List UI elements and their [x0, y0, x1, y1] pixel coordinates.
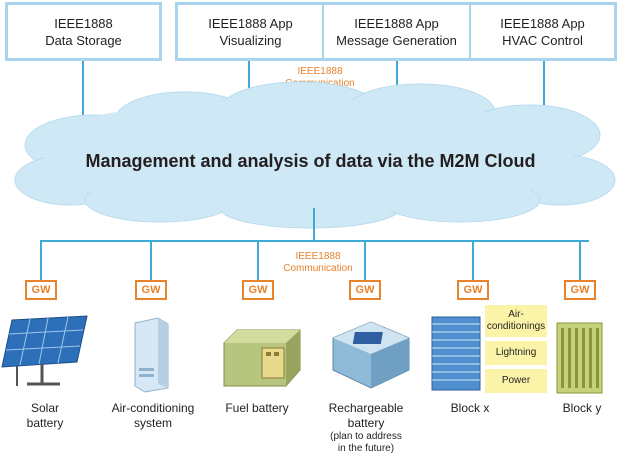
device-label-line2: battery — [26, 416, 64, 430]
connector-line — [543, 61, 545, 131]
device-label-line2: battery — [347, 416, 385, 430]
fuel-battery-label: Fuel battery — [212, 401, 302, 416]
connector-line — [579, 240, 581, 280]
data-storage-box: IEEE1888 Data Storage — [5, 2, 162, 61]
air-conditioning-system-label: Air-conditioning system — [98, 401, 208, 431]
solar-panel-icon — [1, 315, 88, 386]
connector-line — [257, 240, 259, 280]
divider — [469, 5, 471, 58]
connector-line — [313, 208, 315, 241]
visualizing-line1: IEEE1888 App — [208, 15, 293, 31]
comm-top-line1: IEEE1888 — [297, 66, 343, 77]
device-label-line1: Solar — [30, 401, 59, 415]
comm-bottom-line1: IEEE1888 — [295, 251, 341, 262]
data-storage-line2: Data Storage — [45, 32, 122, 48]
power-label: Power — [485, 369, 547, 393]
gateway-badge: GW — [349, 280, 381, 300]
gateway-badge: GW — [457, 280, 489, 300]
device-note-line2: in the future) — [337, 443, 395, 454]
block-x-label: Block x — [440, 401, 500, 416]
device-label-line2: system — [133, 416, 172, 430]
battery-icon — [332, 321, 410, 389]
rechargeable-battery-label: Rechargeable battery (plan to address in… — [316, 401, 416, 455]
hvac-control-line1: IEEE1888 App — [500, 15, 585, 31]
fuel-cell-icon — [223, 329, 301, 387]
gateway-badge: GW — [564, 280, 596, 300]
device-label-line1: Rechargeable — [328, 401, 404, 415]
connector-line — [364, 240, 366, 280]
solar-battery-label: Solar battery — [5, 401, 85, 431]
device-label-line1: Fuel battery — [225, 401, 289, 415]
building-icon — [431, 316, 481, 391]
bus-line — [40, 240, 589, 242]
message-generation-line2: Message Generation — [336, 32, 457, 48]
cloud-title: Management and analysis of data via the … — [85, 151, 536, 171]
connector-line — [40, 240, 42, 280]
connector-line — [82, 61, 84, 138]
device-label-line1: Air-conditioning — [111, 401, 195, 415]
hvac-control-line2: HVAC Control — [502, 32, 583, 48]
comm-bottom-line2: Communication — [283, 263, 353, 274]
device-label-line1: Block y — [562, 401, 602, 415]
lightning-label: Lightning — [485, 341, 547, 365]
gateway-badge: GW — [135, 280, 167, 300]
divider — [322, 5, 324, 58]
building-icon — [556, 322, 603, 394]
air-conditionings-label: Air- conditionings — [485, 305, 547, 337]
block-y-label: Block y — [552, 401, 612, 416]
communication-label-bottom: IEEE1888 Communication — [268, 251, 368, 275]
visualizing-line2: Visualizing — [219, 32, 282, 48]
device-note-line1: (plan to address — [330, 431, 402, 442]
air-line1: Air- — [508, 309, 524, 320]
connector-line — [150, 240, 152, 280]
gateway-badge: GW — [242, 280, 274, 300]
app-group-box: IEEE1888 App Visualizing IEEE1888 App Me… — [175, 2, 617, 61]
air-line2: conditionings — [486, 321, 546, 332]
air-conditioner-icon — [134, 317, 169, 393]
gateway-badge: GW — [25, 280, 57, 300]
device-label-line1: Block x — [450, 401, 490, 415]
data-storage-line1: IEEE1888 — [54, 15, 113, 31]
message-generation-line1: IEEE1888 App — [354, 15, 439, 31]
connector-line — [472, 240, 474, 280]
